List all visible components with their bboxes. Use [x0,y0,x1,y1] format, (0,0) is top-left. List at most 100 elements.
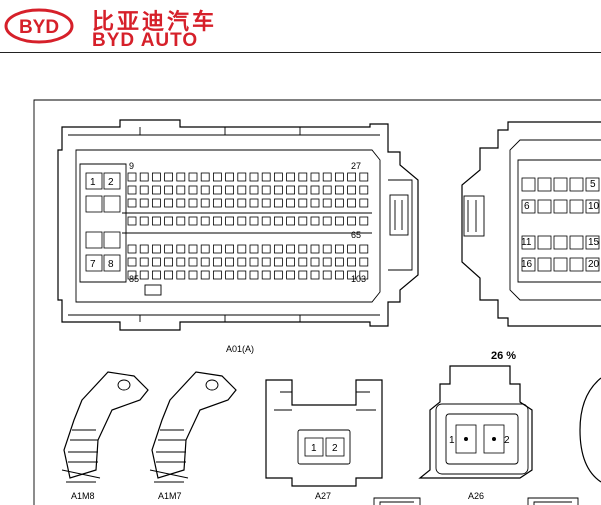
pin-cavity-cell [188,216,198,226]
pin-cavity-cell [322,270,332,280]
pin-cavity-cell [310,257,320,267]
a01-pin-number-9: 9 [129,161,134,171]
pin-cavity-cell [359,172,369,182]
connector-a27: 1 2 A27 [265,379,383,501]
pin-cavity-cell [322,198,332,208]
pin-cavity-cell [298,198,308,208]
pin-cavity-cell [261,244,271,254]
right-pin-label-15: 15 [588,237,600,248]
pin-cavity-cell [200,216,210,226]
a26-caption: A26 [468,491,484,501]
pin-cavity-cell [225,185,235,195]
pin-cavity-cell [188,172,198,182]
a01-pin-grid [127,172,369,280]
right-pin-label-16: 16 [521,259,533,270]
connector-right: 5 6 10 11 15 16 20 [461,121,601,327]
a01-pin-number-65: 65 [351,230,361,240]
pin-cavity-cell [212,270,222,280]
pin-cavity-cell [569,199,584,214]
pin-cavity-cell [188,244,198,254]
pin-cavity-cell [347,172,357,182]
pin-cavity-cell [585,257,600,272]
pin-cavity-cell [127,185,137,195]
a27-pin-label: 2 [332,443,338,454]
logo-text: BYD [19,17,59,38]
brand-name-chinese: 比亚迪汽车 [92,10,218,35]
pin-cavity-cell [347,270,357,280]
pin-cavity-cell [521,257,536,272]
pin-cavity-cell [237,185,247,195]
pin-cavity-cell [249,244,259,254]
a01-rail-ticks [139,127,301,322]
pin-cavity-cell [237,270,247,280]
a01-pin-number-27: 27 [351,161,361,171]
pin-cavity-cell [261,198,271,208]
pin-cavity-cell [164,198,174,208]
pin-cavity-cell [553,199,568,214]
partial-connector-bottom-1 [373,497,421,505]
pin-cavity-cell [359,270,369,280]
pin-cavity-cell [237,198,247,208]
a26-pin-contact [492,437,496,441]
a01-housing [57,119,419,331]
pin-cavity-cell [176,270,186,280]
pin-cavity-cell [188,270,198,280]
pin-cavity-cell [127,270,137,280]
pin-cavity-cell [310,172,320,182]
connector-a01: 1 2 7 8 9 27 65 85 103 A01(A) [57,119,419,354]
a1m8-hole [117,379,131,391]
terminal-a1m8: A1M8 [61,371,149,501]
pin-cavity-cell [176,198,186,208]
pin-cavity-cell [334,185,344,195]
right-inner-frame [509,139,601,301]
pin-cavity-cell [334,172,344,182]
pin-cavity-cell [151,216,161,226]
pin-cavity-cell [347,216,357,226]
right-pin-label-10: 10 [588,201,600,212]
pin-cavity-cell [225,198,235,208]
pin-cavity-cell [286,198,296,208]
right-pin-label-11: 11 [521,237,532,248]
pin-cavity-cell [310,185,320,195]
right-pin-grid [521,177,600,272]
pin-cavity-cell [151,257,161,267]
a01-pin-cell [85,231,103,249]
pin-cavity-cell [273,216,283,226]
pin-cavity-cell [164,244,174,254]
pin-cavity-cell [237,244,247,254]
a1m7-wire [149,469,189,483]
pin-cavity-cell [322,216,332,226]
pin-cavity-cell [322,244,332,254]
pin-cavity-cell [200,185,210,195]
a27-pin-label: 1 [311,443,317,454]
pin-cavity-cell [585,199,600,214]
pin-cavity-cell [359,198,369,208]
pin-cavity-cell [200,270,210,280]
pin-cavity-cell [249,257,259,267]
pin-cavity-cell [164,185,174,195]
pin-cavity-cell [553,177,568,192]
pin-cavity-cell [585,177,600,192]
a26-pin-label: 1 [449,435,455,446]
brand-name-english: BYD AUTO [92,30,199,51]
pin-cavity-cell [151,185,161,195]
pin-cavity-cell [553,235,568,250]
pin-cavity-cell [286,244,296,254]
right-pin-frame [517,159,601,283]
pin-cavity-cell [151,244,161,254]
a1m8-crimp-lines [68,429,98,463]
a01-pin-cell [103,195,121,213]
pin-cavity-cell [139,198,149,208]
right-latch-lines [467,200,477,232]
pin-cavity-cell [521,177,536,192]
pin-cavity-cell [322,172,332,182]
pin-cavity-cell [164,172,174,182]
pin-cavity-cell [212,172,222,182]
pin-cavity-cell [334,216,344,226]
pin-cavity-cell [298,216,308,226]
pin-cavity-cell [188,198,198,208]
pin-cavity-cell [347,244,357,254]
pin-cavity-cell [176,172,186,182]
pin-cavity-cell [273,185,283,195]
